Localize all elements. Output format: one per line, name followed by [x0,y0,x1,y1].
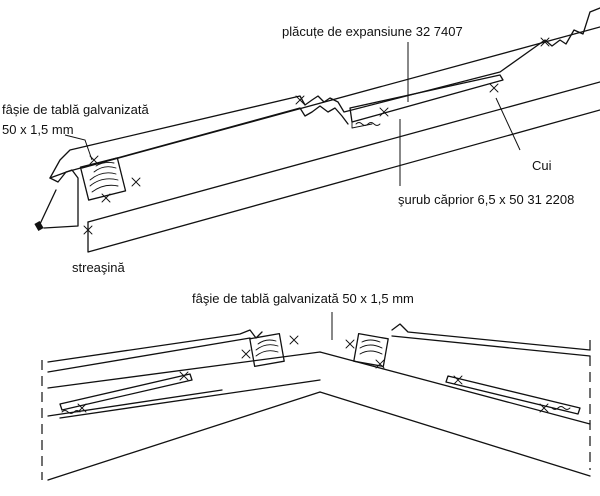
ridge-sheet-right [391,323,591,351]
roof-sheet-profile-inner [49,105,349,183]
timber-grain [89,161,119,193]
expansion-plate-right [445,375,581,415]
ridge-timber-left-grain [255,339,279,357]
fastener-mark [539,403,549,413]
fastener-mark [83,225,93,235]
rafter-left [47,391,321,481]
ridge-detail [41,312,591,481]
ridge-deck-left-bottom [47,389,223,417]
roof-sheet-profile [49,7,600,179]
eaves-hook [39,189,57,225]
label-galvanized-strip-line2: 50 x 1,5 mm [2,122,74,137]
fastener-mark [179,371,189,381]
expansion-plate [349,74,504,123]
eaves-detail [34,7,600,253]
label-eaves: streaşină [72,260,126,275]
rafter-right [319,391,591,477]
fastener-mark [101,193,111,203]
ridge-timber-right [353,332,389,368]
fastener-mark [540,37,550,47]
ridge-sheet-left [47,329,263,363]
expansion-plate-right-wave [551,406,571,410]
ridge-deck-left-lower [47,351,321,389]
leader-galvanized-strip [64,134,93,161]
hook-tip [34,221,44,231]
expansion-plate-left [59,373,193,411]
ridge-deck-right-top [391,335,591,357]
label-nail: Cui [532,158,552,173]
fastener-mark [379,107,389,117]
fastener-mark [289,335,299,345]
expansion-plate-wave [355,122,381,126]
ridge-deck-left-top [47,337,251,373]
fastener-mark [345,339,355,349]
leader-nail [495,97,521,151]
fastener-mark [77,403,87,413]
ridge-deck-right-lower [319,351,591,425]
rafter-bottom-line [87,109,600,253]
label-expansion-plates: plăcuțe de expansiune 32 7407 [282,24,463,39]
ridge-timber-right-grain [359,339,383,355]
fastener-mark [295,95,305,105]
fastener-mark [489,83,499,93]
fastener-mark [131,177,141,187]
label-rafter-screw: şurub căprior 6,5 x 50 31 2208 [398,192,574,207]
fastener-mark [241,349,251,359]
fastener-mark [453,375,463,385]
galvanized-strip [43,169,79,229]
expansion-plate-left-wave [61,410,81,414]
fastener-mark [375,359,385,369]
roof-deck-line-lower [87,81,600,223]
label-galvanized-strip-ridge: fâşie de tablă galvanizată 50 x 1,5 mm [192,291,414,306]
label-galvanized-strip-line1: fâșie de tablă galvanizată [2,102,149,117]
ridge-deck-left-bottom2 [59,379,321,419]
ridge-timber-left [249,332,285,368]
timber-batten [79,157,127,201]
